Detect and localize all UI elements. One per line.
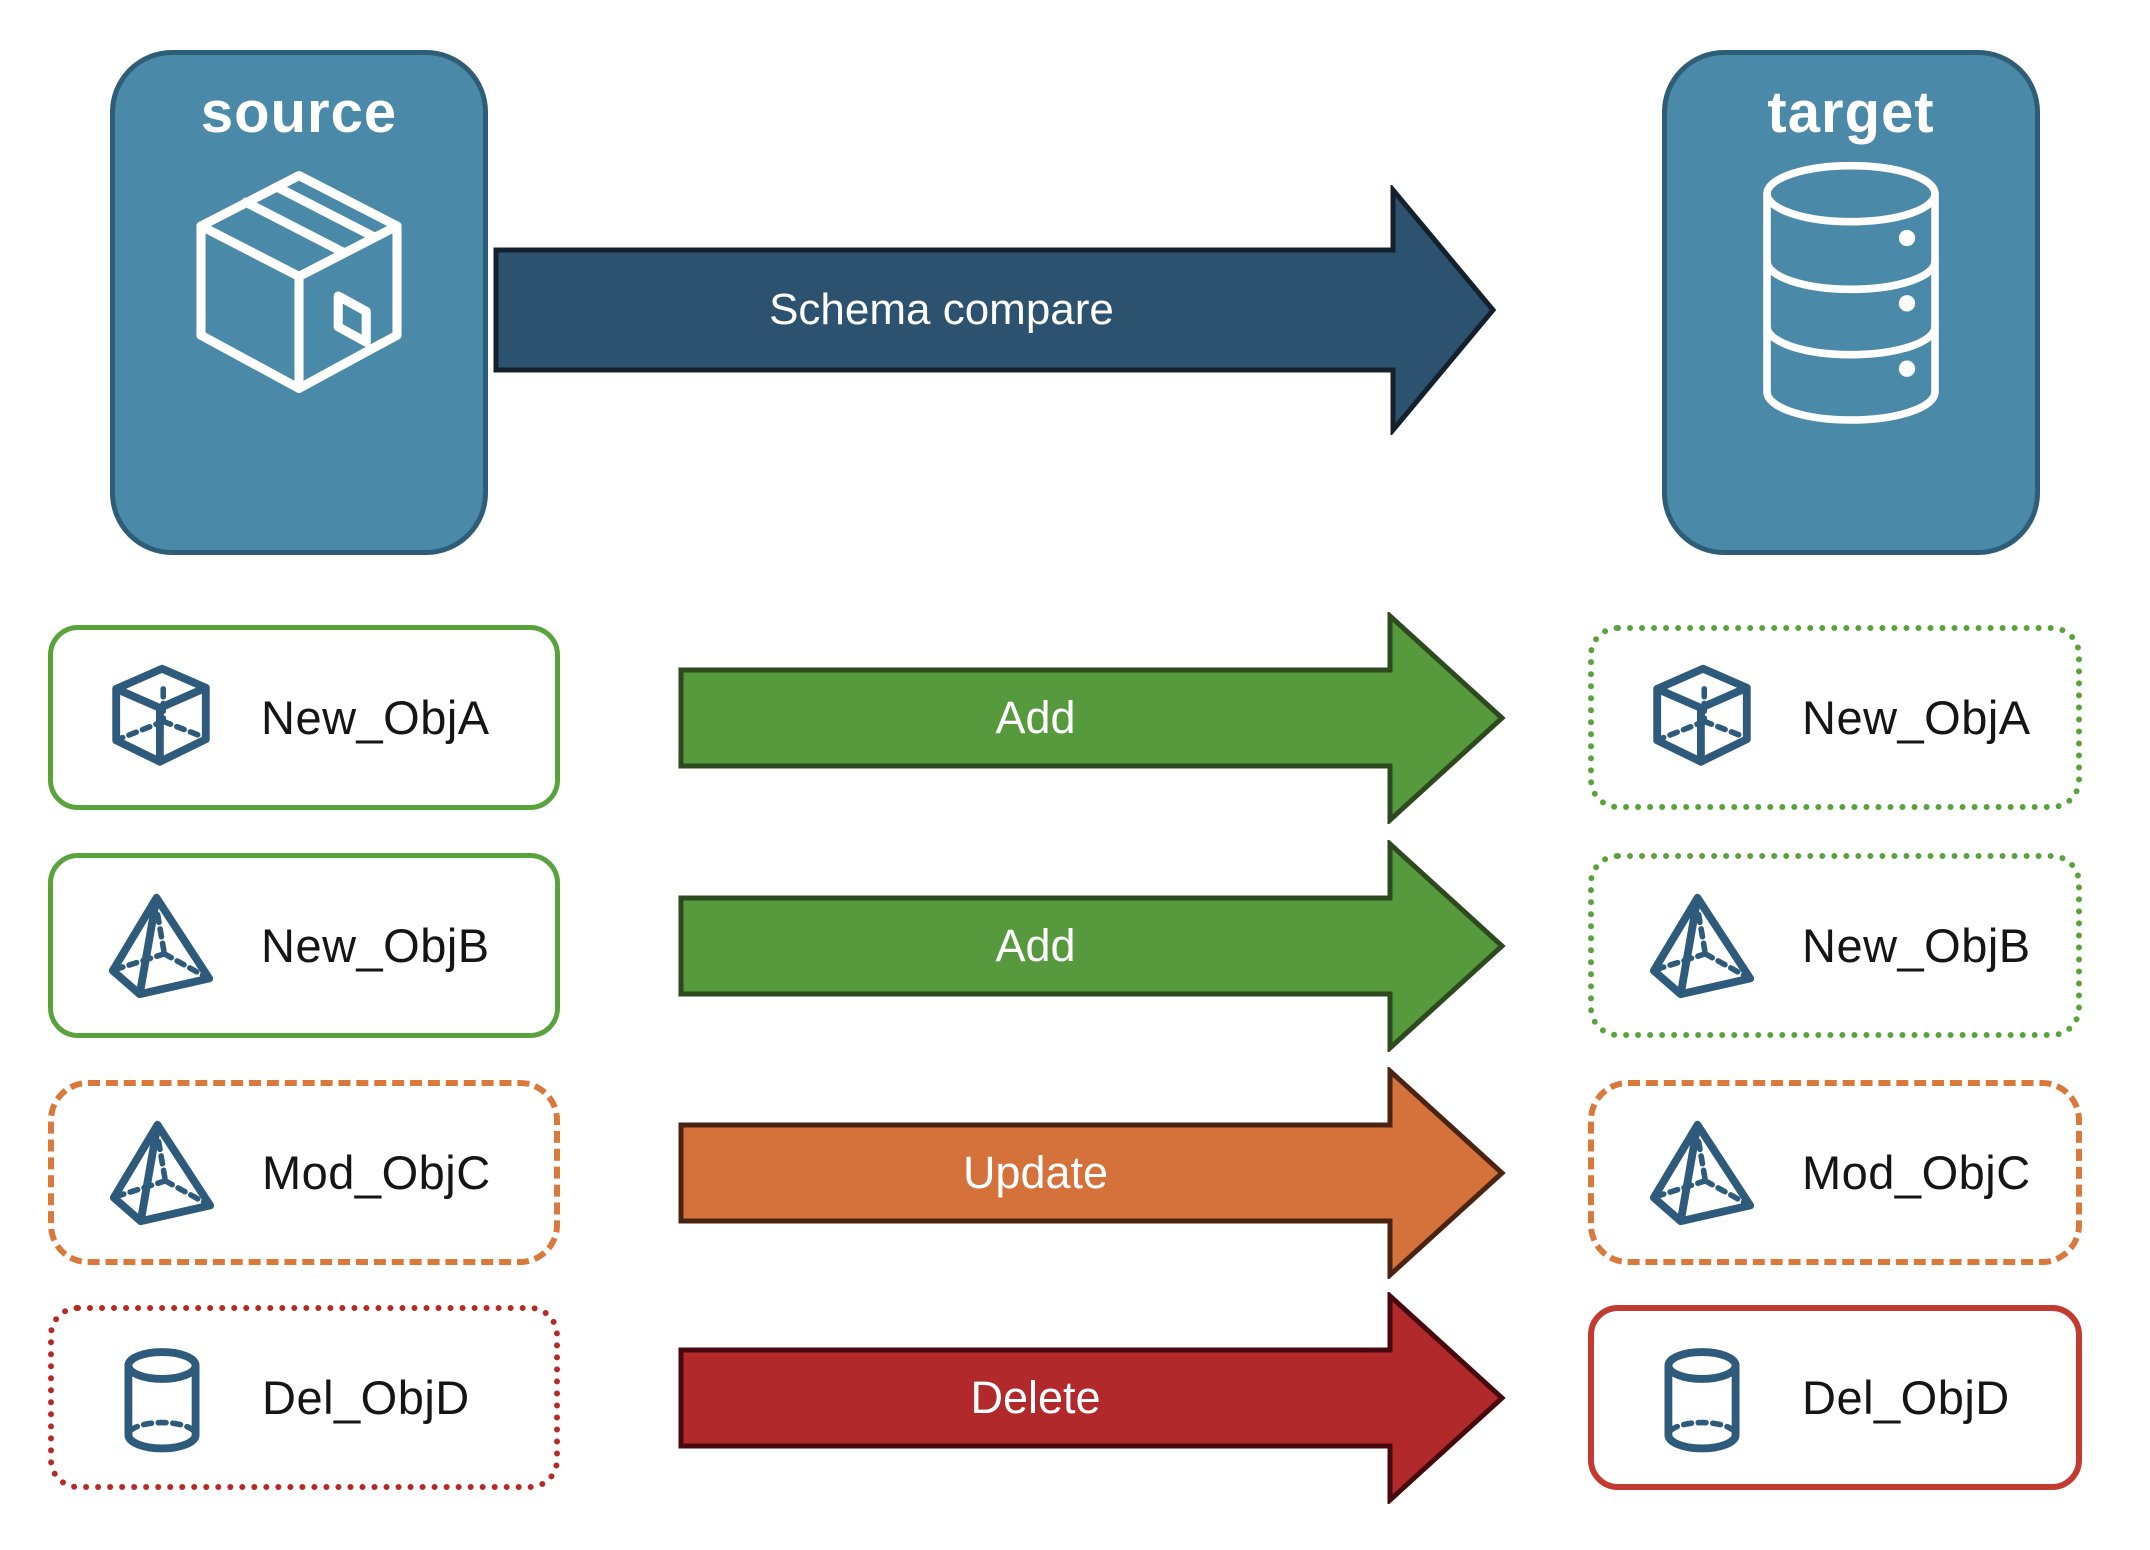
pyramid-icon bbox=[1649, 1120, 1755, 1225]
object-name: Mod_ObjC bbox=[262, 1146, 491, 1199]
object-name: New_ObjA bbox=[261, 691, 490, 744]
source-object-card: Mod_ObjC bbox=[48, 1080, 560, 1265]
object-name: Del_ObjD bbox=[262, 1371, 470, 1424]
source-node-label: source bbox=[200, 80, 398, 145]
object-name: New_ObjA bbox=[1802, 691, 2031, 744]
package-icon bbox=[196, 171, 402, 393]
cube-icon bbox=[112, 664, 210, 766]
cylinder-icon bbox=[1664, 1347, 1740, 1452]
target-object-card: Mod_ObjC bbox=[1588, 1080, 2082, 1265]
target-object-card: Del_ObjD bbox=[1588, 1305, 2082, 1490]
object-name: Mod_ObjC bbox=[1802, 1146, 2031, 1199]
add-arrow bbox=[678, 840, 1506, 1052]
pyramid-icon bbox=[109, 1120, 215, 1225]
source-object-card: New_ObjB bbox=[48, 853, 560, 1038]
add-arrow bbox=[678, 612, 1506, 824]
source-object-card: Del_ObjD bbox=[48, 1305, 560, 1490]
cube-icon bbox=[1653, 664, 1751, 766]
delete-arrow-label: Delete bbox=[970, 1372, 1101, 1423]
database-icon bbox=[1763, 161, 1939, 424]
object-name: Del_ObjD bbox=[1802, 1371, 2010, 1424]
object-name: New_ObjB bbox=[1802, 919, 2031, 972]
pyramid-icon bbox=[108, 893, 214, 998]
target-node: target bbox=[1662, 50, 2040, 555]
target-object-card: New_ObjB bbox=[1588, 853, 2082, 1038]
update-arrow bbox=[678, 1067, 1506, 1279]
add-arrow-label: Add bbox=[995, 920, 1076, 971]
add-arrow-label: Add bbox=[995, 692, 1076, 743]
source-node: source bbox=[110, 50, 488, 555]
schema-compare-label: Schema compare bbox=[769, 285, 1114, 334]
object-name: New_ObjB bbox=[261, 919, 490, 972]
update-arrow-label: Update bbox=[962, 1147, 1109, 1198]
schema-compare-arrow bbox=[493, 185, 1497, 435]
delete-arrow bbox=[678, 1292, 1506, 1504]
target-node-label: target bbox=[1767, 80, 1935, 145]
pyramid-icon bbox=[1649, 893, 1755, 998]
source-object-card: New_ObjA bbox=[48, 625, 560, 810]
cylinder-icon bbox=[124, 1347, 200, 1452]
target-object-card: New_ObjA bbox=[1588, 625, 2082, 810]
